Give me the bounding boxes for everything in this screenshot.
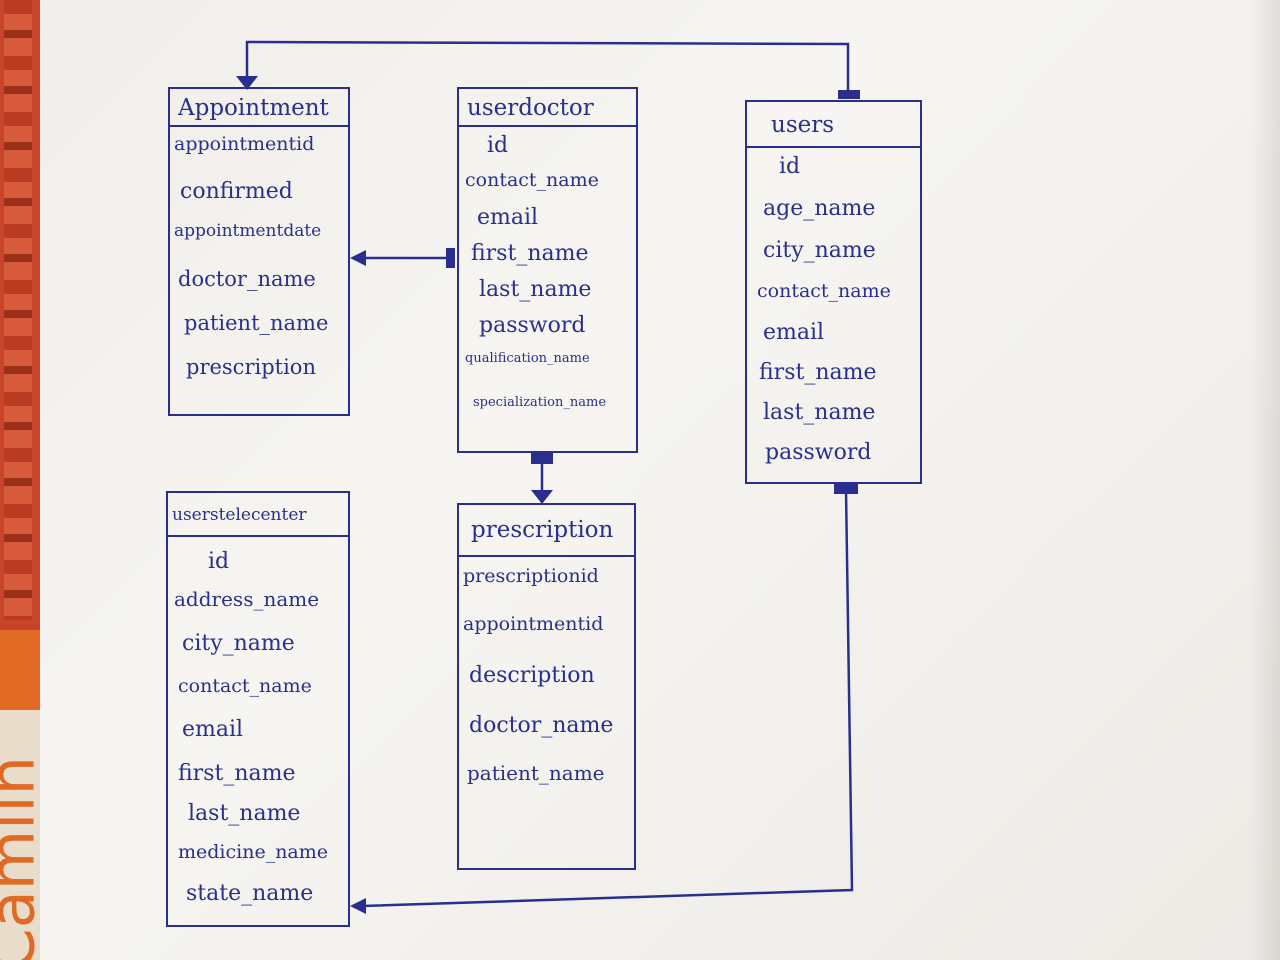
entity-field: first_name xyxy=(178,761,296,786)
arrowhead-appointment-right-icon xyxy=(350,250,366,266)
connector-userdoctor-left-icon xyxy=(446,248,455,268)
entity-field: patient_name xyxy=(467,761,605,785)
entity-field: appointmentid xyxy=(463,613,604,635)
connector-users-top-icon xyxy=(838,90,860,99)
entity-field: prescription xyxy=(186,355,316,379)
rel-users-appointment-line xyxy=(245,40,850,98)
entity-field: password xyxy=(765,440,872,465)
entity-field: patient_name xyxy=(184,311,329,335)
arrowhead-prescription-icon xyxy=(531,490,553,504)
entity-field: last_name xyxy=(188,801,301,826)
arrowhead-telecenter-icon xyxy=(350,898,366,914)
entity-field-list: id contact_name email first_name last_na… xyxy=(459,127,636,431)
table-edge-pattern xyxy=(4,0,32,620)
entity-field-list: id address_name city_name contact_name e… xyxy=(168,537,348,915)
notebook-cover: Camlin xyxy=(0,630,49,960)
entity-field-list: prescriptionid appointmentid description… xyxy=(459,557,634,807)
entity-field: age_name xyxy=(763,196,876,221)
entity-userstelecenter: userstelecenter id address_name city_nam… xyxy=(166,491,350,927)
paper-shadow xyxy=(1250,0,1280,960)
entity-field: state_name xyxy=(186,881,314,906)
entity-field: description xyxy=(469,663,595,688)
entity-prescription: prescription prescriptionid appointmenti… xyxy=(457,503,636,870)
entity-field: specialization_name xyxy=(473,395,607,410)
entity-field: email xyxy=(477,205,539,230)
connector-userdoctor-bottom-icon xyxy=(531,452,553,464)
rel-users-telecenter-line xyxy=(361,489,854,908)
entity-field: doctor_name xyxy=(178,267,316,291)
entity-field: qualification_name xyxy=(465,351,590,366)
entity-appointment: Appointment appointmentid confirmed appo… xyxy=(168,87,350,416)
entity-title: Appointment xyxy=(170,89,348,127)
entity-users: users id age_name city_name contact_name… xyxy=(745,100,922,484)
entity-title: userstelecenter xyxy=(168,493,348,537)
entity-field: appointmentdate xyxy=(174,221,322,241)
entity-field: address_name xyxy=(174,587,320,611)
entity-field: email xyxy=(763,320,825,345)
entity-field: id xyxy=(208,549,230,574)
entity-title: users xyxy=(747,102,920,148)
paper-sheet xyxy=(40,0,1280,960)
entity-field: contact_name xyxy=(757,280,891,302)
entity-field: contact_name xyxy=(465,169,599,191)
entity-title: userdoctor xyxy=(459,89,636,127)
entity-field: city_name xyxy=(182,631,295,656)
entity-field: id xyxy=(779,154,801,179)
entity-field: prescriptionid xyxy=(463,565,599,587)
entity-field: contact_name xyxy=(178,675,312,697)
connector-users-bottom-icon xyxy=(834,482,858,494)
entity-field: city_name xyxy=(763,238,876,263)
entity-field: first_name xyxy=(471,241,589,266)
entity-field-list: appointmentid confirmed appointmentdate … xyxy=(170,127,348,397)
entity-title: prescription xyxy=(459,505,634,557)
entity-field: medicine_name xyxy=(178,841,329,863)
entity-field: last_name xyxy=(479,277,592,302)
entity-field: id xyxy=(487,133,509,158)
entity-field: confirmed xyxy=(180,179,293,204)
entity-field: first_name xyxy=(759,360,877,385)
entity-field: doctor_name xyxy=(469,713,614,738)
entity-field: email xyxy=(182,717,244,742)
brand-logo-icon xyxy=(0,630,40,710)
entity-field-list: id age_name city_name contact_name email… xyxy=(747,148,920,480)
entity-field: appointmentid xyxy=(174,133,315,155)
entity-userdoctor: userdoctor id contact_name email first_n… xyxy=(457,87,638,453)
entity-field: last_name xyxy=(763,400,876,425)
entity-field: password xyxy=(479,313,586,338)
arrowhead-appointment-top-icon xyxy=(236,76,258,90)
